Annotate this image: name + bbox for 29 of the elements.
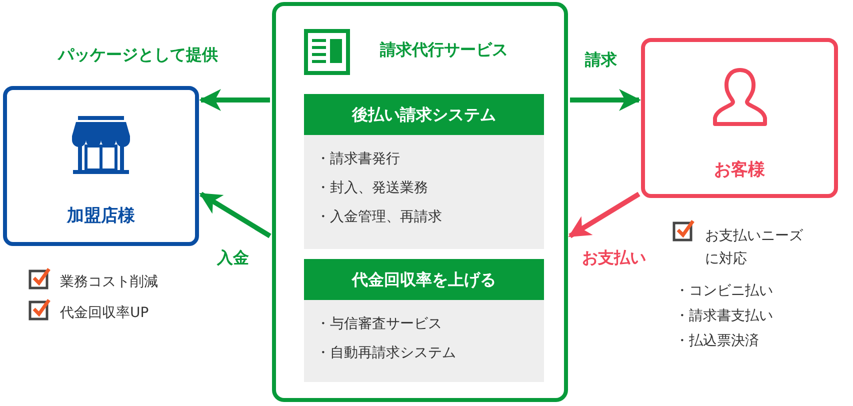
check-item: 業務コスト削減	[60, 273, 158, 292]
arrow	[199, 89, 270, 111]
check-item: 代金回収率UP	[60, 304, 149, 323]
bullet-item: ・入金管理、再請求	[316, 208, 443, 227]
list-panel	[304, 259, 544, 382]
edge-label: 入金	[217, 248, 249, 269]
node-title: お客様	[713, 159, 766, 181]
bullet-item: ・自動再請求システム	[316, 344, 457, 363]
bullet-item: ・コンビニ払い	[675, 282, 773, 301]
edge-label: パッケージとして提供	[58, 45, 218, 66]
list-panel	[304, 94, 544, 249]
edge-label: 請求	[585, 50, 617, 71]
bullet-item: ・請求書発行	[316, 150, 401, 169]
panel-heading: 後払い請求システム	[304, 94, 544, 135]
service-title: 請求代行サービス	[380, 40, 508, 61]
bullet-item: ・与信審査サービス	[316, 315, 443, 334]
arrow	[568, 192, 640, 238]
node-title: 加盟店様	[66, 205, 136, 227]
customer-box	[641, 38, 838, 198]
check-item: お支払いニーズに対応	[705, 227, 804, 269]
bullet-item: ・払込票決済	[675, 332, 759, 351]
panel-heading: 代金回収率を上げる	[304, 259, 544, 300]
edge-label: お支払い	[582, 248, 646, 269]
store-box	[3, 86, 199, 246]
service-box	[272, 2, 568, 402]
arrow	[570, 89, 641, 111]
bullet-item: ・請求書支払い	[675, 307, 773, 326]
bullet-item: ・封入、発送業務	[316, 179, 429, 198]
arrow	[199, 192, 272, 238]
